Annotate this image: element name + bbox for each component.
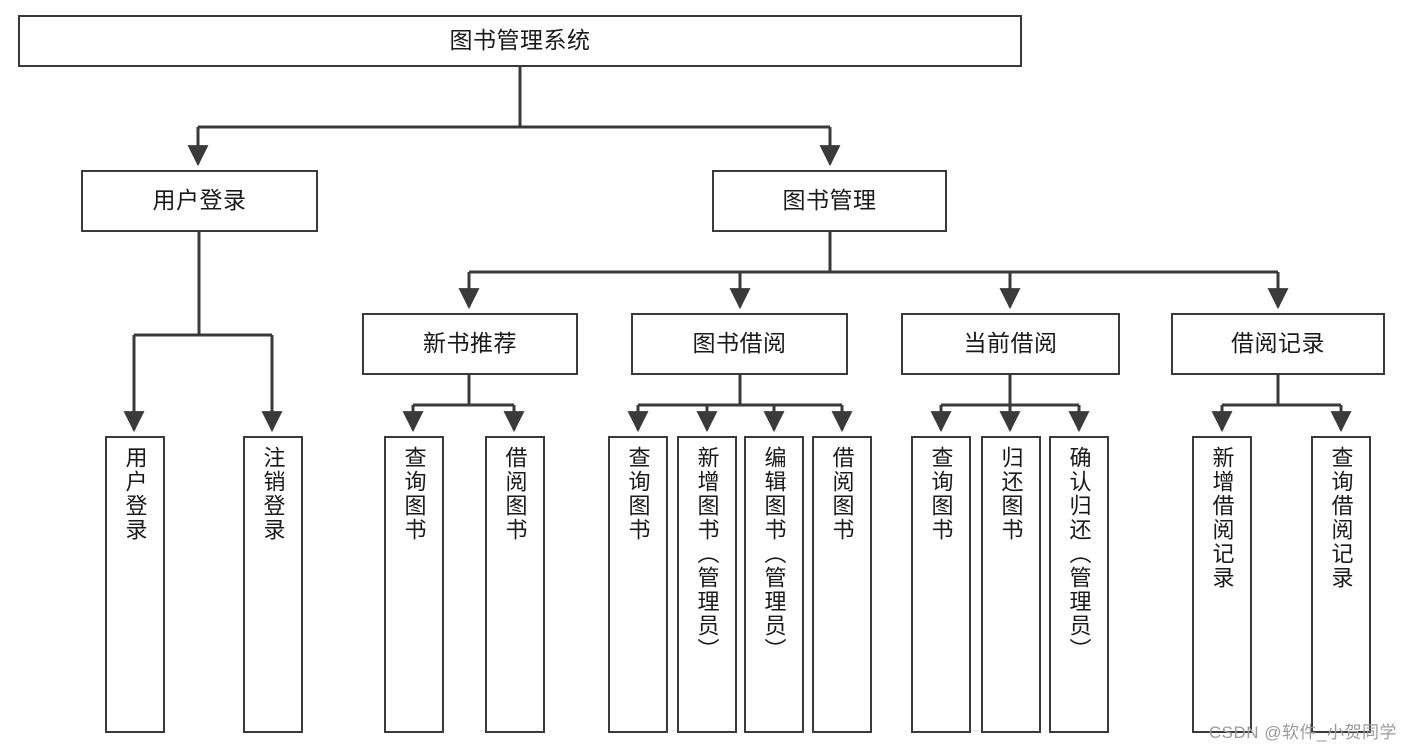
node-label: 新增图书（管理员）	[694, 446, 720, 662]
leaf-book-borrow-borrow[interactable]: 借阅图书	[812, 436, 872, 733]
node-label: 借阅记录	[1231, 330, 1325, 357]
node-user-login[interactable]: 用户登录	[81, 170, 318, 232]
node-label: 新增借阅记录	[1209, 446, 1235, 590]
node-label: 查询图书	[625, 446, 651, 542]
node-label: 用户登录	[152, 187, 247, 214]
node-label: 当前借阅	[963, 330, 1058, 357]
node-book-management[interactable]: 图书管理	[712, 170, 947, 232]
node-label: 借阅图书	[829, 446, 855, 542]
node-borrow-record[interactable]: 借阅记录	[1171, 313, 1385, 375]
leaf-borrow-record-query[interactable]: 查询借阅记录	[1311, 436, 1371, 733]
node-root-book-management-system[interactable]: 图书管理系统	[18, 15, 1022, 67]
leaf-current-borrow-confirm-return[interactable]: 确认归还（管理员）	[1049, 436, 1109, 733]
node-label: 查询图书	[401, 446, 427, 542]
node-book-borrow[interactable]: 图书借阅	[631, 313, 848, 375]
csdn-watermark: CSDN @软件_小贺同学	[1208, 723, 1397, 742]
node-label: 编辑图书（管理员）	[761, 446, 787, 662]
node-label: 确认归还（管理员）	[1066, 446, 1092, 662]
node-label: 图书管理	[782, 187, 877, 214]
node-label: 用户登录	[122, 446, 148, 542]
node-label: 注销登录	[260, 446, 286, 542]
leaf-borrow-record-add[interactable]: 新增借阅记录	[1192, 436, 1252, 733]
leaf-user-login-logout[interactable]: 注销登录	[243, 436, 303, 733]
node-label: 新书推荐	[423, 330, 517, 357]
leaf-current-borrow-return[interactable]: 归还图书	[981, 436, 1041, 733]
node-label: 图书借阅	[692, 330, 787, 357]
node-label: 归还图书	[998, 446, 1024, 542]
node-label: 查询图书	[928, 446, 954, 542]
leaf-current-borrow-query[interactable]: 查询图书	[911, 436, 971, 733]
leaf-user-login-login[interactable]: 用户登录	[105, 436, 165, 733]
leaf-book-borrow-edit[interactable]: 编辑图书（管理员）	[744, 436, 804, 733]
leaf-book-borrow-add[interactable]: 新增图书（管理员）	[677, 436, 737, 733]
node-new-book-recommend[interactable]: 新书推荐	[362, 313, 578, 375]
node-label: 查询借阅记录	[1328, 446, 1354, 590]
node-label: 借阅图书	[502, 446, 528, 542]
node-label: 图书管理系统	[449, 27, 591, 54]
leaf-new-book-query[interactable]: 查询图书	[384, 436, 444, 733]
node-current-borrow[interactable]: 当前借阅	[901, 313, 1120, 375]
leaf-new-book-borrow[interactable]: 借阅图书	[485, 436, 545, 733]
leaf-book-borrow-query[interactable]: 查询图书	[608, 436, 668, 733]
